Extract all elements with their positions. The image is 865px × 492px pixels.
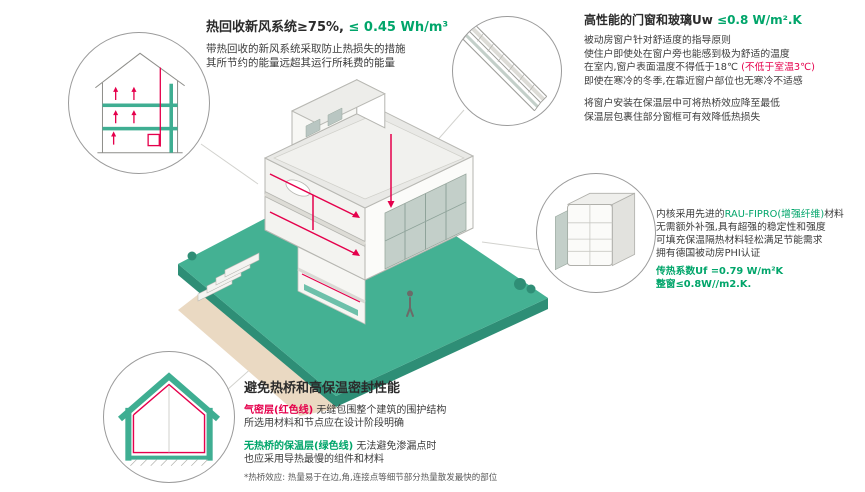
window-desc-line: 将窗户安装在保温层中可将热桥效应降至最低 — [584, 98, 780, 110]
person-figure — [406, 290, 414, 317]
insulated-house-section-icon — [117, 372, 221, 467]
window-profile-circle — [536, 173, 656, 293]
u-value-frame: 传热系数Uf =0.79 W/m²K — [656, 265, 784, 277]
profile-text-block: 内核采用先进的RAU-FIPRO(增强纤维)材料 无需额外补强,具有超强的稳定性… — [656, 209, 864, 292]
steps-icon — [197, 252, 260, 302]
hrv-desc-line: 其所节约的能量远超其运行所耗费的能量 — [206, 56, 395, 69]
profile-line1-highlight: RAU-FIPRO(增强纤维) — [724, 209, 825, 220]
window-desc-temp-note: (不低于室温3℃) — [741, 62, 815, 74]
profile-desc-line: 拥有德国被动房PHI认证 — [656, 247, 761, 259]
hrv-detail-circle — [68, 32, 210, 174]
ventilation-ducts — [269, 173, 357, 255]
thermal-title: 避免热桥和高保温密封性能 — [244, 381, 401, 396]
house-cutaway-illustration — [178, 78, 548, 416]
profile-desc-line: 可填充保温隔热材料轻松满足节能需求 — [656, 234, 823, 246]
insulation-detail-circle — [103, 351, 235, 483]
window-desc-line: 在室内,窗户表面温度不得低于18℃ (不低于室温3℃) — [584, 61, 862, 75]
u-value-window: 整窗≤0.8W//m2.K. — [656, 278, 752, 290]
thermal-text-block: 避免热桥和高保温密封性能 气密层(红色线) 无缝包围整个建筑的围护结构 所选用材… — [244, 381, 589, 484]
window-desc-temp: 在室内,窗户表面温度不得低于18℃ — [584, 62, 742, 74]
insulation-layer-label: 无热桥的保温层(绿色线) — [244, 440, 354, 452]
profile-desc-line: 无需额外补强,具有超强的稳定性和强度 — [656, 221, 826, 233]
airtight-layer-line: 气密层(红色线) 无缝包围整个建筑的围护结构 — [244, 404, 589, 418]
window-desc-line: 使住户即使处在窗户旁也能感到极为舒适的温度 — [584, 48, 790, 60]
airtight-layer-rest: 无缝包围整个建筑的围护结构 — [313, 404, 447, 416]
profile-material-line: 内核采用先进的RAU-FIPRO(增强纤维)材料 — [656, 209, 864, 222]
profile-line1-post: 材料 — [824, 209, 844, 220]
window-desc-line: 即使在寒冷的冬季,在靠近窗户部位也无寒冷不适感 — [584, 75, 803, 87]
window-corner-section-icon — [462, 24, 548, 112]
hrv-house-section-icon — [95, 52, 185, 154]
hrv-title: 热回收新风系统≥75%, ≤ 0.45 Wh/m³ — [206, 20, 468, 36]
thermal-bridge-footnote: *热桥效应: 热量易于在边,角,连接点等细节部分热量散发最快的部位 — [244, 472, 498, 483]
window-text-block: 高性能的门窗和玻璃Uw ≤0.8 W/m².K 被动房窗户针对舒适度的指导原则 … — [584, 13, 862, 124]
thermal-desc-line: 所选用材料和节点应在设计阶段明确 — [244, 418, 404, 430]
window-title: 高性能的门窗和玻璃Uw ≤0.8 W/m².K — [584, 13, 862, 27]
hrv-text-block: 热回收新风系统≥75%, ≤ 0.45 Wh/m³ 带热回收的新风系统采取防止热… — [206, 20, 468, 70]
window-title-value: ≤0.8 W/m².K — [717, 13, 802, 27]
window-title-main: 高性能的门窗和玻璃Uw — [584, 13, 718, 27]
window-desc-line: 被动房窗户针对舒适度的指导原则 — [584, 35, 731, 47]
window-profile-icon — [555, 192, 636, 271]
hrv-title-main: 热回收新风系统≥75%, — [206, 20, 349, 35]
profile-line1-pre: 内核采用先进的 — [656, 209, 725, 220]
hrv-title-value: ≤ 0.45 Wh/m³ — [348, 20, 449, 35]
window-desc-line: 保温层包裹住部分窗框可有效降低热损失 — [584, 111, 761, 123]
hrv-desc-line: 带热回收的新风系统采取防止热损失的措施 — [206, 42, 406, 55]
airtight-layer-label: 气密层(红色线) — [244, 404, 314, 416]
thermal-desc-line: 也应采用导热最慢的组件和材料 — [244, 454, 384, 466]
insulation-layer-rest: 无法避免渗漏点时 — [353, 440, 437, 452]
window-corner-detail-circle — [452, 16, 562, 126]
insulation-layer-line: 无热桥的保温层(绿色线) 无法避免渗漏点时 — [244, 440, 589, 454]
